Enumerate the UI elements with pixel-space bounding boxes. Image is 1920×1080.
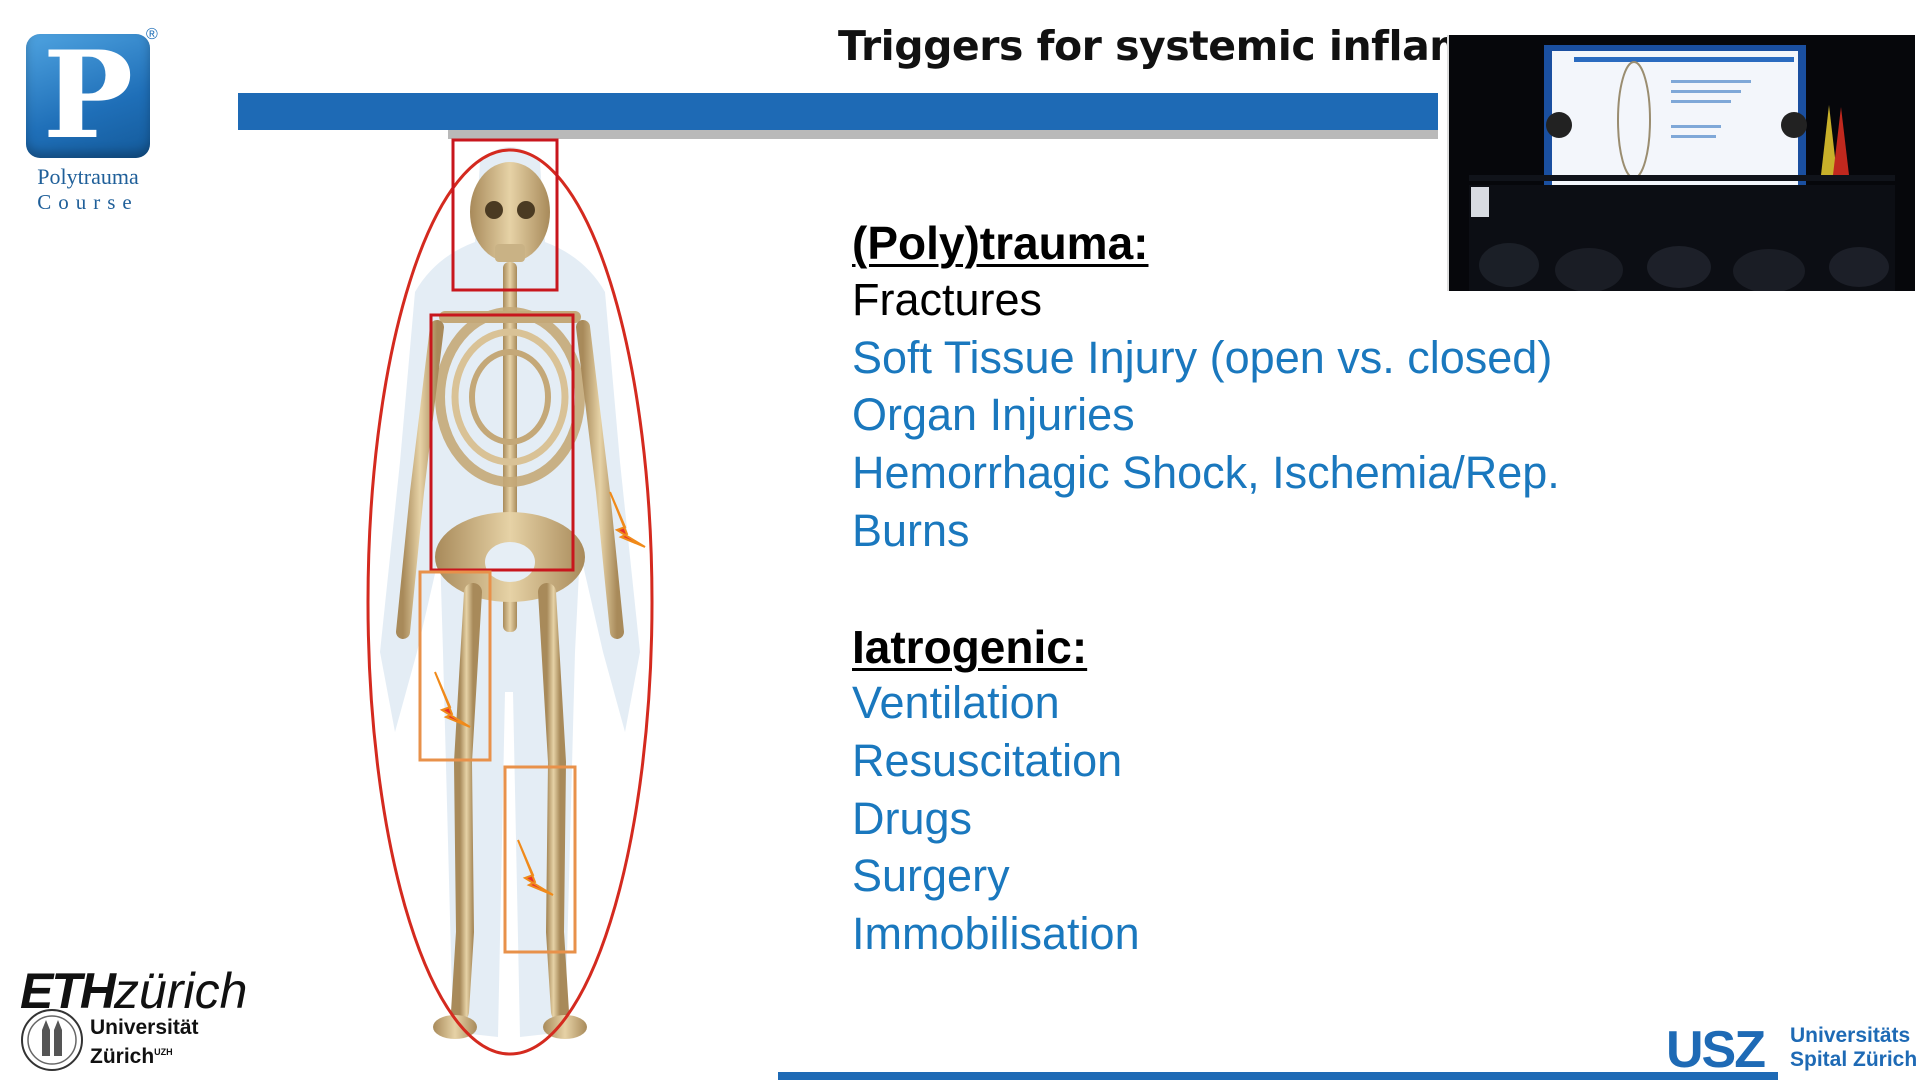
list-item: Drugs — [852, 793, 973, 844]
logo-name-line2: Course — [37, 190, 139, 214]
skeleton-figure — [355, 132, 665, 1057]
list-item: Organ Injuries — [852, 389, 1135, 440]
usz-line2: Spital Zürich — [1790, 1048, 1918, 1071]
video-thumbnail[interactable] — [1447, 35, 1915, 291]
lightning-icon — [434, 491, 646, 896]
slide-title: Triggers for systemic inflamma — [838, 22, 1541, 70]
list-item: Surgery — [852, 850, 1010, 901]
section-heading-polytrauma: (Poly)trauma: — [852, 217, 1149, 269]
skeleton-illustration — [366, 138, 654, 1056]
usz-logo-mark: USZ — [1666, 1021, 1766, 1079]
list-item: Soft Tissue Injury (open vs. closed) — [852, 332, 1553, 383]
usz-line1: Universitäts — [1790, 1024, 1911, 1047]
logo-name-line1: Polytrauma — [37, 164, 139, 189]
list-item: Immobilisation — [852, 908, 1140, 959]
title-bar-shadow — [448, 130, 1438, 139]
uzh-line2: Zürich — [90, 1045, 155, 1068]
uzh-seal-icon — [21, 1009, 83, 1071]
title-bar — [238, 93, 1438, 130]
polytrauma-course-logo: P ® Polytrauma Course — [26, 26, 166, 224]
list-item: Hemorrhagic Shock, Ischemia/Rep. — [852, 447, 1560, 498]
list-item: Resuscitation — [852, 735, 1123, 786]
uzh-logo-text: Universität ZürichUZH — [90, 1015, 199, 1069]
eth-logo-bold: ETH — [20, 963, 116, 1019]
bottom-bar — [778, 1072, 1778, 1080]
logo-registered-mark: ® — [146, 26, 158, 43]
eth-logo-italic: zürich — [114, 963, 248, 1019]
logo-p-mark: P — [26, 34, 150, 158]
eth-zurich-logo: ETHzürich — [20, 962, 247, 1020]
list-item: Fractures — [852, 274, 1043, 325]
video-scene — [1449, 35, 1915, 291]
list-item: Ventilation — [852, 677, 1060, 728]
uzh-sup: UZH — [154, 1047, 173, 1057]
section-heading-iatrogenic: Iatrogenic: — [852, 621, 1088, 673]
usz-logo-text: Universitäts Spital Zürich — [1790, 1024, 1917, 1072]
list-item: Burns — [852, 505, 970, 556]
uzh-line1: Universität — [90, 1016, 199, 1039]
